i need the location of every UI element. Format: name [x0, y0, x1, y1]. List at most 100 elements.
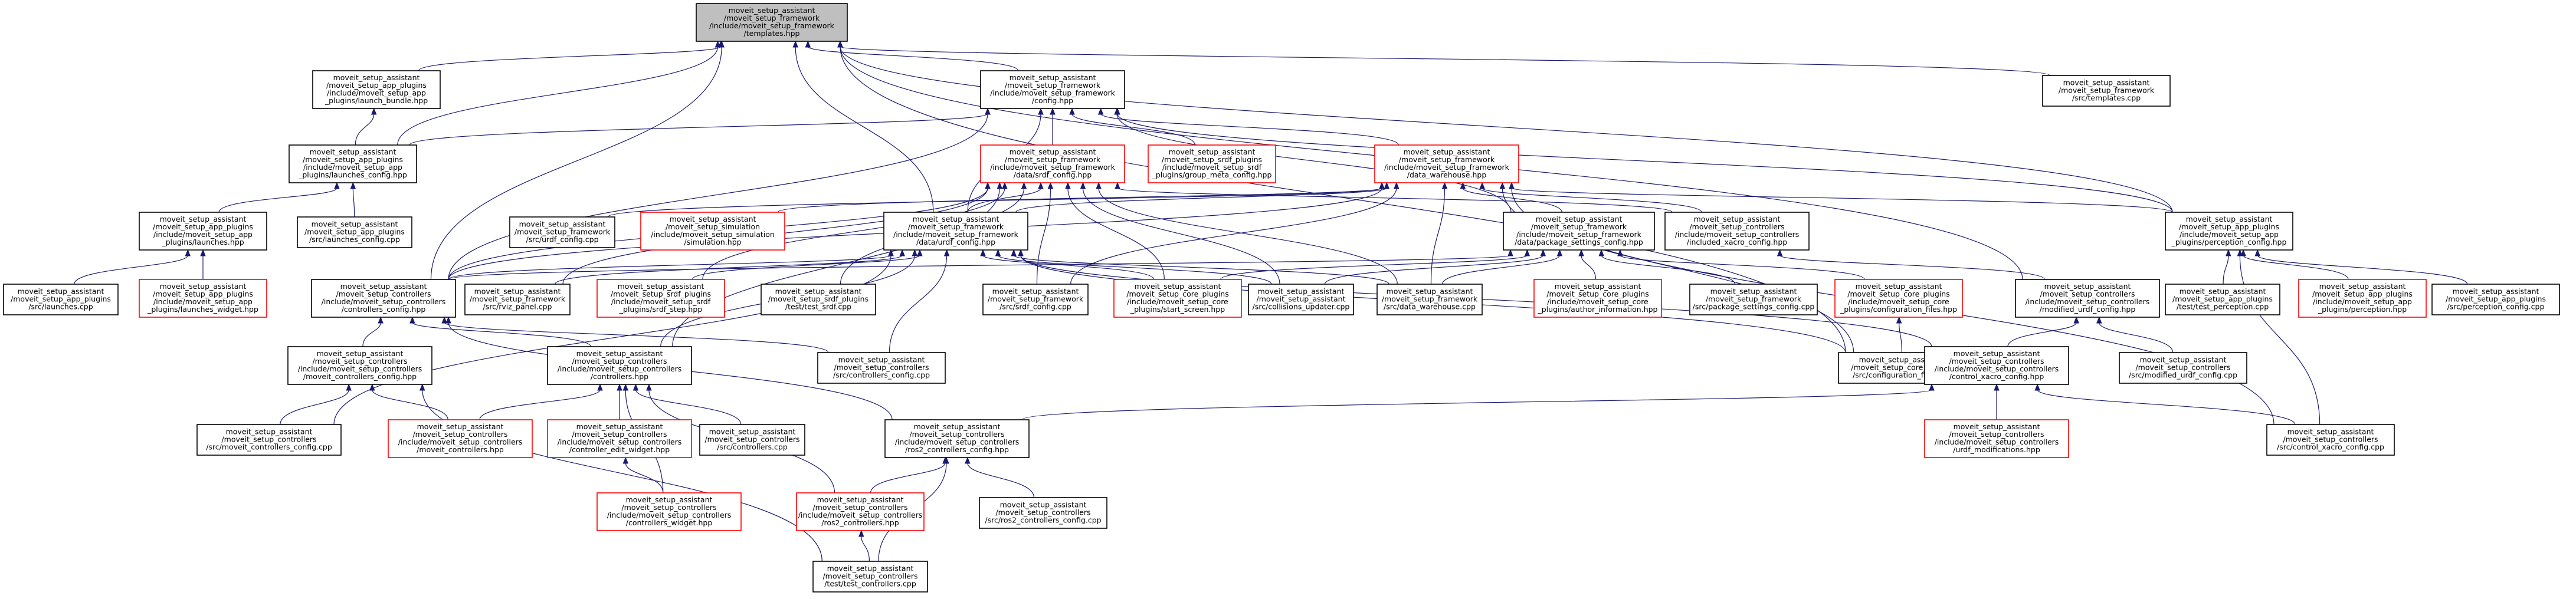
node-box[interactable]	[3, 284, 119, 315]
node-group-meta-config[interactable]: moveit_setup_assistant/moveit_setup_srdf…	[1148, 144, 1276, 183]
node-package-settings-cpp[interactable]: moveit_setup_assistant/moveit_setup_fram…	[1689, 284, 1818, 315]
node-launches-config-cpp[interactable]: moveit_setup_assistant/moveit_setup_app_…	[297, 216, 412, 248]
node-controller-edit-widget[interactable]: moveit_setup_assistant/moveit_setup_cont…	[547, 419, 692, 458]
node-moveit-controllers-hpp[interactable]: moveit_setup_assistant/moveit_setup_cont…	[388, 419, 533, 458]
node-controllers-config-hpp[interactable]: moveit_setup_assistant/moveit_setup_cont…	[311, 279, 456, 318]
node-box[interactable]	[297, 216, 412, 248]
node-box[interactable]	[883, 212, 1028, 251]
node-box[interactable]	[2266, 424, 2395, 456]
node-box[interactable]	[312, 70, 441, 109]
node-box[interactable]	[1533, 279, 1662, 318]
node-box[interactable]	[1248, 284, 1354, 315]
node-box[interactable]	[812, 561, 928, 593]
node-box[interactable]	[139, 279, 267, 318]
node-test-controllers[interactable]: moveit_setup_assistant/moveit_setup_cont…	[812, 561, 928, 593]
node-perception-cpp[interactable]: moveit_setup_assistant/moveit_setup_app_…	[2431, 284, 2560, 315]
node-ros2-controllers-cpp[interactable]: moveit_setup_assistant/moveit_setup_cont…	[979, 497, 1107, 529]
node-box[interactable]	[796, 492, 925, 531]
node-box[interactable]	[884, 419, 1030, 458]
node-ros2-controllers-hpp[interactable]: moveit_setup_assistant/moveit_setup_cont…	[796, 492, 925, 531]
node-box[interactable]	[311, 279, 456, 318]
node-moveit-controllers-config-hpp[interactable]: moveit_setup_assistant/moveit_setup_cont…	[287, 346, 432, 385]
node-box[interactable]	[388, 419, 533, 458]
node-collisions-updater[interactable]: moveit_setup_assistant/moveit_setup_assi…	[1248, 284, 1354, 315]
node-moveit-controllers-cpp[interactable]: moveit_setup_assistant/moveit_setup_cont…	[196, 424, 342, 456]
node-launches-config-hpp[interactable]: moveit_setup_assistant/moveit_setup_app_…	[289, 144, 417, 183]
node-box[interactable]	[289, 144, 417, 183]
node-box[interactable]	[2165, 212, 2293, 251]
node-box[interactable]	[1503, 212, 1655, 251]
node-box[interactable]	[196, 424, 342, 456]
node-box[interactable]	[1664, 212, 1810, 251]
node-box[interactable]	[597, 492, 742, 531]
node-included-xacro-hpp[interactable]: moveit_setup_assistant/moveit_setup_cont…	[1664, 212, 1810, 251]
node-srdf-config-hpp[interactable]: moveit_setup_assistant/moveit_setup_fram…	[980, 144, 1125, 183]
node-box[interactable]	[1924, 419, 2069, 458]
node-box[interactable]	[979, 497, 1107, 529]
node-controllers-widget[interactable]: moveit_setup_assistant/moveit_setup_cont…	[597, 492, 742, 531]
node-box[interactable]	[547, 419, 692, 458]
node-author-information[interactable]: moveit_setup_assistant/moveit_setup_core…	[1533, 279, 1662, 318]
node-box[interactable]	[696, 3, 848, 42]
node-srdf-config-cpp[interactable]: moveit_setup_assistant/moveit_setup_fram…	[982, 284, 1089, 315]
node-box[interactable]	[547, 346, 692, 385]
node-perception-config-hpp[interactable]: moveit_setup_assistant/moveit_setup_app_…	[2165, 212, 2293, 251]
node-perception-hpp[interactable]: moveit_setup_assistant/moveit_setup_app_…	[2298, 279, 2427, 318]
node-launch-bundle[interactable]: moveit_setup_assistant/moveit_setup_app_…	[312, 70, 441, 109]
node-box[interactable]	[980, 144, 1125, 183]
node-start-screen[interactable]: moveit_setup_assistant/moveit_setup_core…	[1113, 279, 1242, 318]
node-srdf-step[interactable]: moveit_setup_assistant/moveit_setup_srdf…	[597, 279, 725, 318]
node-box[interactable]	[699, 424, 805, 456]
node-box[interactable]	[509, 216, 615, 248]
node-templates-cpp[interactable]: moveit_setup_assistant/moveit_setup_fram…	[2042, 75, 2171, 107]
node-box[interactable]	[597, 279, 725, 318]
node-rviz-panel[interactable]: moveit_setup_assistant/moveit_setup_fram…	[464, 284, 571, 315]
edge-srdf_step-to-srdf_config_hpp	[702, 182, 1008, 280]
node-box[interactable]	[2298, 279, 2427, 318]
node-box[interactable]	[1148, 144, 1276, 183]
node-box[interactable]	[2015, 279, 2160, 318]
node-launches-hpp[interactable]: moveit_setup_assistant/moveit_setup_app_…	[139, 212, 267, 251]
node-config-hpp[interactable]: moveit_setup_assistant/moveit_setup_fram…	[980, 70, 1125, 109]
node-test-srdf[interactable]: moveit_setup_assistant/moveit_setup_srdf…	[761, 284, 876, 315]
node-box[interactable]	[1834, 279, 1963, 318]
node-box[interactable]	[139, 212, 267, 251]
node-box[interactable]	[2042, 75, 2171, 107]
node-box[interactable]	[1113, 279, 1242, 318]
node-box[interactable]	[980, 70, 1125, 109]
node-control-xacro-cpp[interactable]: moveit_setup_assistant/moveit_setup_cont…	[2266, 424, 2395, 456]
node-package-settings-hpp[interactable]: moveit_setup_assistant/moveit_setup_fram…	[1503, 212, 1655, 251]
node-box[interactable]	[2119, 352, 2247, 384]
node-box[interactable]	[1924, 346, 2069, 385]
node-box[interactable]	[2165, 284, 2280, 315]
node-box[interactable]	[287, 346, 432, 385]
node-box[interactable]	[1377, 284, 1483, 315]
node-templates-hpp[interactable]: moveit_setup_assistant/moveit_setup_fram…	[696, 3, 848, 42]
node-box[interactable]	[1374, 144, 1519, 183]
node-launches-widget[interactable]: moveit_setup_assistant/moveit_setup_app_…	[139, 279, 267, 318]
node-box[interactable]	[464, 284, 571, 315]
node-box[interactable]	[761, 284, 876, 315]
node-urdf-config-hpp[interactable]: moveit_setup_assistant/moveit_setup_fram…	[883, 212, 1028, 251]
node-configuration-files-hpp[interactable]: moveit_setup_assistant/moveit_setup_core…	[1834, 279, 1963, 318]
node-modified-urdf-hpp[interactable]: moveit_setup_assistant/moveit_setup_cont…	[2015, 279, 2160, 318]
node-control-xacro-hpp[interactable]: moveit_setup_assistant/moveit_setup_cont…	[1924, 346, 2069, 385]
node-modified-urdf-cpp[interactable]: moveit_setup_assistant/moveit_setup_cont…	[2119, 352, 2247, 384]
node-box[interactable]	[982, 284, 1089, 315]
node-data-warehouse-hpp[interactable]: moveit_setup_assistant/moveit_setup_fram…	[1374, 144, 1519, 183]
node-urdf-modifications[interactable]: moveit_setup_assistant/moveit_setup_cont…	[1924, 419, 2069, 458]
node-controllers-hpp[interactable]: moveit_setup_assistant/moveit_setup_cont…	[547, 346, 692, 385]
node-box[interactable]	[640, 212, 785, 251]
node-urdf-config-cpp[interactable]: moveit_setup_assistant/moveit_setup_fram…	[509, 216, 615, 248]
node-simulation-hpp[interactable]: moveit_setup_assistant/moveit_setup_simu…	[640, 212, 785, 251]
node-box[interactable]	[1689, 284, 1818, 315]
node-controllers-cpp[interactable]: moveit_setup_assistant/moveit_setup_cont…	[699, 424, 805, 456]
node-ros2-controllers-config-hpp[interactable]: moveit_setup_assistant/moveit_setup_cont…	[884, 419, 1030, 458]
node-controllers-config-cpp[interactable]: moveit_setup_assistant/moveit_setup_cont…	[817, 352, 946, 384]
node-test-perception[interactable]: moveit_setup_assistant/moveit_setup_app_…	[2165, 284, 2280, 315]
node-data-warehouse-cpp[interactable]: moveit_setup_assistant/moveit_setup_fram…	[1377, 284, 1483, 315]
node-launches-cpp[interactable]: moveit_setup_assistant/moveit_setup_app_…	[3, 284, 119, 315]
node-box[interactable]	[2431, 284, 2560, 315]
node-box[interactable]	[817, 352, 946, 384]
node-label-line: /include/moveit_setup_controllers	[798, 511, 923, 519]
